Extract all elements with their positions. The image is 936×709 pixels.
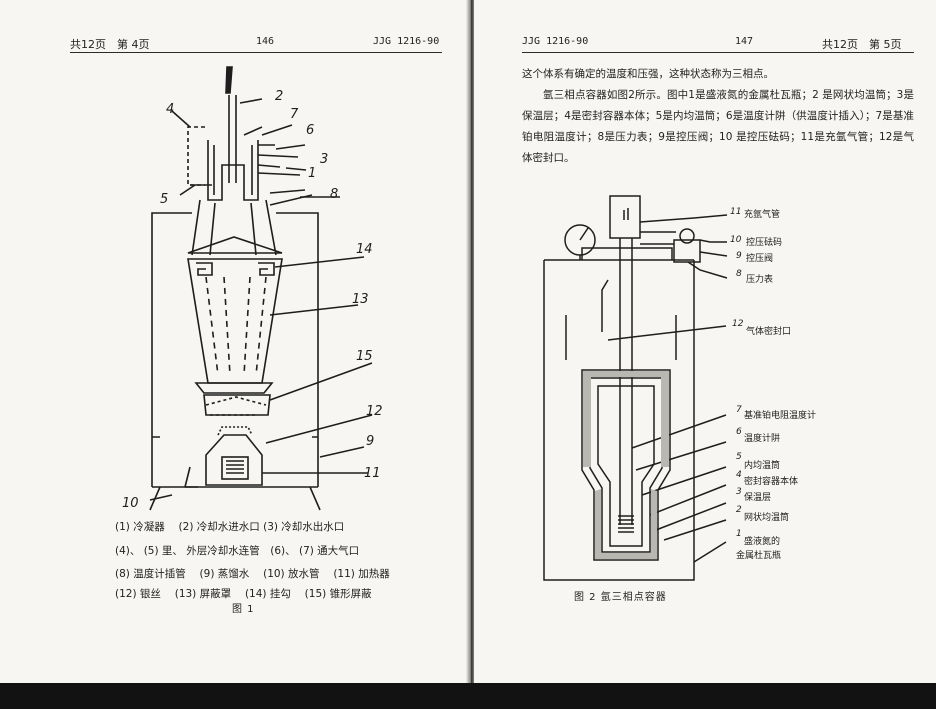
fig2-label-1-num: 1 bbox=[736, 529, 742, 539]
fig2-label-10-text: 控压砝码 bbox=[746, 236, 782, 248]
callout-13: 13 bbox=[352, 292, 369, 307]
fig2-label-12-text: 气体密封口 bbox=[746, 325, 791, 337]
fig2-label-4-num: 4 bbox=[736, 470, 742, 480]
fig2-label-3-num: 3 bbox=[736, 487, 742, 497]
scan-bottom-edge bbox=[0, 683, 936, 709]
figure-1-caption-line-3: (8) 温度计插管 (9) 蒸馏水 (10) 放水管 (11) 加热器 bbox=[115, 568, 390, 580]
fig2-label-6-text: 温度计阱 bbox=[744, 432, 780, 444]
right-header-number: 147 bbox=[735, 36, 754, 47]
callout-3: 3 bbox=[320, 152, 328, 167]
fig2-label-5-text: 内均温筒 bbox=[744, 459, 780, 471]
left-page-header: 共12页 第 4页 146 JJG 1216-90 bbox=[70, 36, 442, 53]
fig2-label-9-num: 9 bbox=[736, 251, 742, 261]
callout-7: 7 bbox=[290, 107, 299, 122]
paragraph-2: 氩三相点容器如图2所示。图中1是盛液氮的金属杜瓦瓶；2 是网状均温筒；3是保温层… bbox=[522, 89, 914, 164]
left-header-number: 146 bbox=[256, 36, 275, 47]
fig2-label-2-num: 2 bbox=[736, 505, 742, 515]
callout-11: 11 bbox=[364, 466, 381, 481]
right-page-header: JJG 1216-90 147 共12页 第 5页 bbox=[522, 36, 914, 53]
fig2-label-1-text-line2: 金属杜瓦瓶 bbox=[736, 549, 781, 561]
callout-10: 10 bbox=[122, 496, 139, 511]
callout-8: 8 bbox=[330, 187, 338, 202]
fig2-label-7-text: 基准铂电阻温度计 bbox=[744, 409, 816, 421]
right-header-pages: 共12页 第 5页 bbox=[822, 38, 902, 51]
right-page-body: 这个体系有确定的温度和压强，这种状态称为三相点。 氩三相点容器如图2所示。图中1… bbox=[522, 64, 914, 169]
callout-12: 12 bbox=[366, 404, 383, 419]
figure-1-caption-line-4: (12) 银丝 (13) 屏蔽罩 (14) 挂勾 (15) 锥形屏蔽 bbox=[115, 588, 372, 600]
fig2-label-1-text: 盛液氮的 bbox=[744, 535, 780, 547]
right-header-code: JJG 1216-90 bbox=[522, 36, 589, 47]
fig2-label-12-num: 12 bbox=[732, 319, 744, 329]
callout-14: 14 bbox=[356, 242, 373, 257]
fig2-label-3-text: 保温层 bbox=[744, 491, 771, 503]
fig2-label-6-num: 6 bbox=[736, 427, 742, 437]
callout-6: 6 bbox=[306, 123, 314, 138]
figure-1-caption-line-1: (1) 冷凝器 (2) 冷却水进水口 (3) 冷却水出水口 bbox=[115, 521, 345, 533]
fig2-label-11-text: 充氩气管 bbox=[744, 208, 780, 220]
fig2-label-5-num: 5 bbox=[736, 452, 742, 462]
fig2-label-2-text: 网状均温筒 bbox=[744, 511, 789, 523]
figure-1-caption-line-2: (4)、 (5) 里、 外层冷却水连管 (6)、 (7) 通大气口 bbox=[115, 545, 360, 557]
book-gutter bbox=[466, 0, 476, 686]
callout-5: 5 bbox=[160, 192, 168, 207]
fig2-label-7-num: 7 bbox=[736, 405, 742, 415]
fig2-label-8-text: 压力表 bbox=[746, 273, 773, 285]
fig2-label-11-num: 11 bbox=[730, 207, 741, 217]
callout-4: 4 bbox=[166, 102, 174, 117]
callout-9: 9 bbox=[366, 434, 374, 449]
fig2-label-8-num: 8 bbox=[736, 269, 742, 279]
figure-2-diagram: 11 充氩气管 10 控压砝码 9 控压阀 8 压力表 12 气体密封口 7 基… bbox=[543, 195, 816, 581]
figure-2-title: 图 2 氩三相点容器 bbox=[574, 592, 667, 603]
paragraph-1: 这个体系有确定的温度和压强，这种状态称为三相点。 bbox=[522, 68, 774, 80]
fig2-label-10-num: 10 bbox=[730, 235, 742, 245]
callout-1: 1 bbox=[308, 166, 316, 181]
callout-15: 15 bbox=[356, 349, 373, 364]
left-page: 共12页 第 4页 146 JJG 1216-90 bbox=[0, 0, 468, 684]
left-header-pages: 共12页 第 4页 bbox=[70, 38, 150, 51]
left-header-code: JJG 1216-90 bbox=[373, 36, 440, 47]
callout-2: 2 bbox=[275, 89, 283, 104]
fig2-label-9-text: 控压阀 bbox=[746, 252, 773, 264]
fig2-label-4-text: 密封容器本体 bbox=[744, 475, 798, 487]
right-page: JJG 1216-90 147 共12页 第 5页 这个体系有确定的温度和压强，… bbox=[474, 0, 936, 684]
figure-1-title: 图 1 bbox=[232, 604, 255, 615]
figure-1-diagram: 2 7 4 6 3 1 5 8 14 13 15 12 9 11 10 bbox=[122, 66, 383, 511]
